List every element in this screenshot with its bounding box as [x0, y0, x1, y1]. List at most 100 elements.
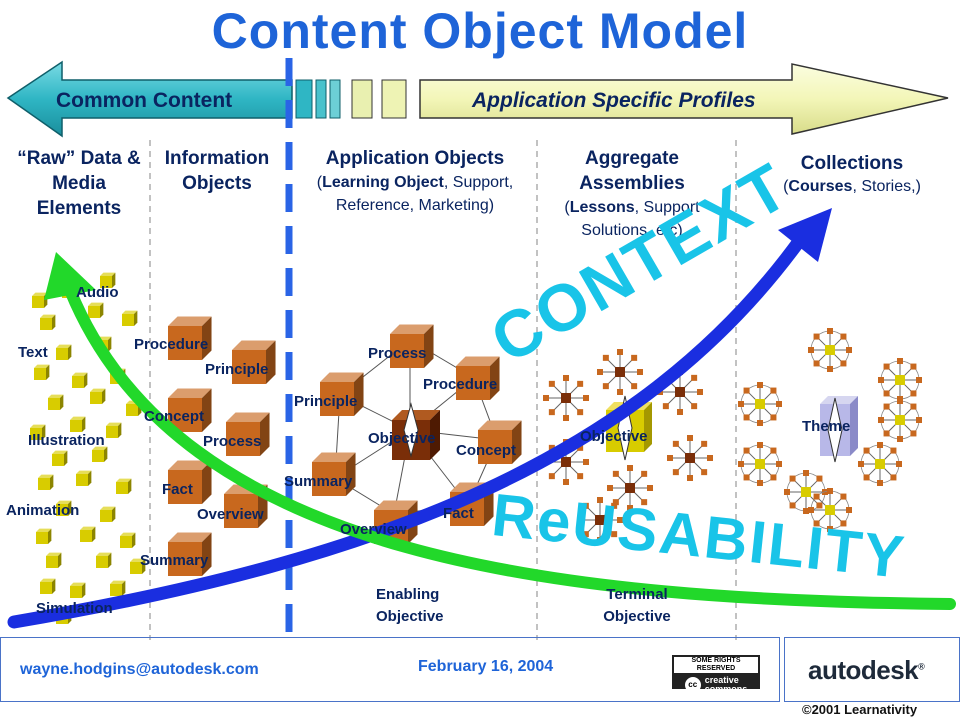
app-sub-bold: Learning Object	[322, 174, 444, 191]
raw-cube	[40, 314, 56, 330]
star-cluster	[607, 465, 653, 511]
aggregate-clusters	[543, 349, 713, 543]
info-cube	[168, 460, 212, 504]
application-profiles-label: Application Specific Profiles	[472, 89, 756, 112]
info-label-fact: Fact	[162, 481, 193, 498]
star-cluster	[784, 470, 828, 514]
app-label-concept: Concept	[456, 442, 516, 459]
objective-cube	[392, 402, 440, 460]
star-cluster	[657, 369, 703, 415]
app-label-procedure: Procedure	[423, 376, 498, 393]
app-label-overview: Overview	[340, 521, 407, 538]
star-cluster	[808, 328, 852, 372]
transition-bar	[329, 79, 341, 119]
app-column-heading: Application Objects (Learning Object, Su…	[300, 146, 530, 217]
raw-cube	[38, 474, 54, 490]
page-title: Content Object Model	[211, 3, 749, 59]
raw-cube	[70, 582, 86, 598]
raw-cube	[88, 302, 104, 318]
star-cluster	[738, 382, 782, 426]
collections-sub-rest: , Stories,)	[852, 178, 921, 195]
raw-cube	[72, 372, 88, 388]
app-label-summary: Summary	[284, 473, 353, 490]
brand-text: autodesk	[808, 655, 919, 685]
raw-column-heading: “Raw” Data & Media Elements	[14, 146, 144, 221]
raw-cube	[52, 450, 68, 466]
raw-label-audio: Audio	[76, 284, 119, 301]
cc-rights-text: SOME RIGHTS RESERVED	[674, 657, 758, 673]
raw-cube	[130, 558, 146, 574]
raw-cube	[90, 388, 106, 404]
raw-cube	[48, 394, 64, 410]
raw-cube	[76, 470, 92, 486]
raw-cube	[116, 478, 132, 494]
star-cluster	[543, 375, 589, 421]
transition-bar	[381, 79, 407, 119]
info-cube	[168, 316, 212, 360]
footer-email[interactable]: wayne.hodgins@autodesk.com	[20, 661, 259, 678]
raw-cube	[30, 424, 46, 440]
raw-cube	[110, 580, 126, 596]
common-content-arrow	[6, 60, 293, 138]
info-label-concept: Concept	[144, 408, 204, 425]
star-cluster	[878, 358, 922, 402]
raw-cube	[56, 500, 72, 516]
agg-heading-text: Aggregate Assemblies	[579, 148, 685, 194]
registered-mark-icon: ®	[918, 661, 925, 672]
raw-cube	[32, 292, 48, 308]
app-label-enabling: Enabling Objective	[376, 586, 444, 625]
info-cubes	[168, 316, 276, 576]
raw-cube	[70, 416, 86, 432]
collections-sub-bold: Courses	[788, 178, 853, 195]
reusability-arrow	[44, 252, 956, 610]
raw-cube	[122, 310, 138, 326]
agg-label-objective: Objective	[580, 428, 648, 445]
raw-label-animation: Animation	[6, 502, 80, 519]
agg-sub-bold: Lessons	[569, 199, 635, 216]
info-cube	[226, 412, 270, 456]
raw-cube	[46, 552, 62, 568]
app-cube	[478, 420, 522, 464]
raw-label-simulation: Simulation	[36, 600, 113, 617]
star-cluster	[738, 442, 782, 486]
collection-clusters	[738, 328, 922, 532]
autodesk-logo: autodesk®	[808, 655, 925, 686]
raw-label-illustration: Illustration	[28, 432, 105, 449]
footer-bar	[0, 637, 780, 702]
info-cube	[168, 532, 212, 576]
star-cluster	[878, 398, 922, 442]
star-cluster	[858, 442, 902, 486]
collections-column-heading: Collections (Courses, Stories,)	[748, 152, 956, 198]
star-cluster	[597, 349, 643, 395]
app-cube	[312, 452, 356, 496]
app-label-principle: Principle	[294, 393, 358, 410]
collections-heading-text: Collections	[800, 153, 904, 174]
info-cube	[232, 340, 276, 384]
agg-sub-rest: , Support Solutions, etc)	[581, 199, 700, 239]
app-label-process: Process	[368, 345, 427, 362]
col-label-theme: Theme	[802, 418, 851, 435]
info-label-process: Process	[203, 433, 262, 450]
agg-column-heading: Aggregate Assemblies (Lessons, Support S…	[552, 146, 712, 242]
context-arrow	[7, 208, 832, 629]
app-label-objective: Objective	[368, 430, 436, 447]
raw-cube	[40, 578, 56, 594]
raw-cube	[106, 422, 122, 438]
app-cube	[456, 356, 500, 400]
app-cube	[320, 372, 364, 416]
app-heading-text: Application Objects	[325, 148, 505, 169]
transition-bar	[295, 79, 313, 119]
raw-heading-text: “Raw” Data & Media Elements	[17, 148, 141, 219]
collections-heading-sub: (Courses, Stories,)	[783, 178, 921, 195]
cc-word-commons: commons	[704, 684, 748, 694]
info-label-summary: Summary	[140, 552, 209, 569]
info-label-procedure: Procedure	[134, 336, 209, 353]
star-cluster	[577, 497, 623, 543]
app-cube	[390, 324, 434, 368]
cc-word-creative: creative	[704, 675, 739, 685]
theme-cube	[820, 396, 858, 463]
